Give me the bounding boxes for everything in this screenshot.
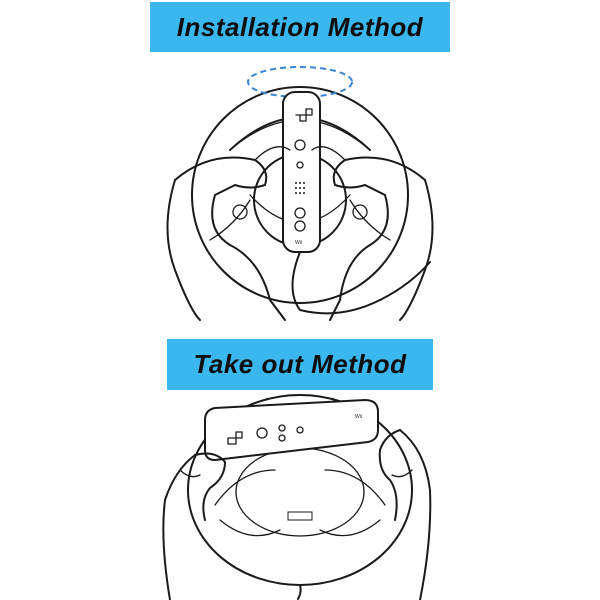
installation-method-banner: Installation Method bbox=[150, 2, 450, 52]
installation-method-title: Installation Method bbox=[176, 11, 424, 42]
wii-mark-top: Wii bbox=[295, 240, 302, 246]
wii-remote-top: Wii bbox=[282, 91, 321, 253]
steering-wheel-bottom bbox=[187, 394, 413, 586]
hands-bottom bbox=[162, 429, 432, 600]
wrist-strap-top bbox=[291, 251, 431, 315]
wrist-strap-bottom bbox=[297, 584, 302, 600]
take-out-method-title: Take out Method bbox=[193, 349, 407, 379]
wii-remote-bottom: Wii bbox=[204, 398, 379, 462]
wii-mark-bottom: Wii bbox=[355, 414, 362, 420]
speaker-grille-icon bbox=[295, 182, 305, 194]
take-out-method-banner: Take out Method bbox=[167, 339, 433, 390]
installation-illustration: Wii bbox=[166, 66, 434, 321]
hands-top bbox=[166, 146, 434, 321]
slot-callout-ellipse bbox=[247, 66, 353, 98]
